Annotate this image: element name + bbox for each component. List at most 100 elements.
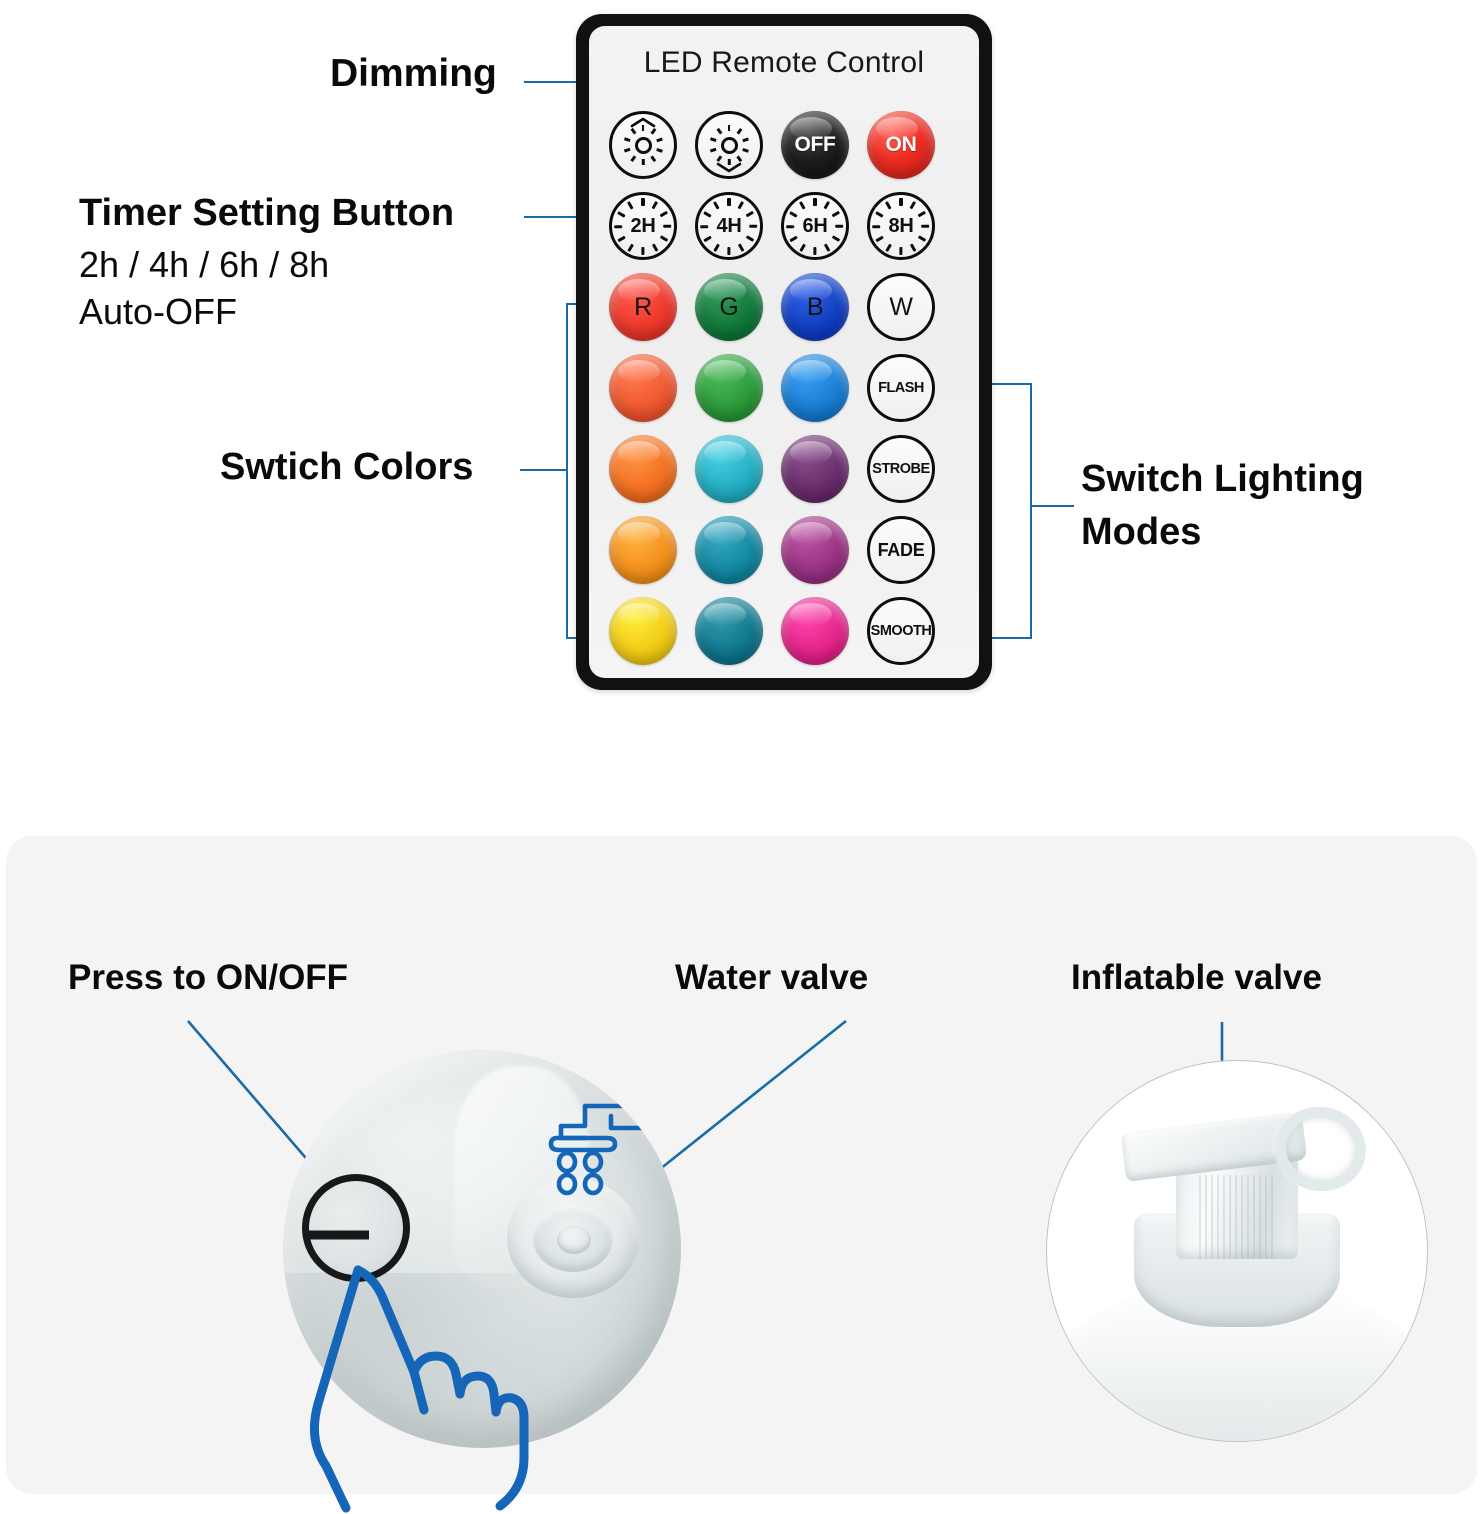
button-cell <box>607 514 679 586</box>
button-label: G <box>719 292 739 321</box>
button-cell: 4H <box>693 190 765 262</box>
remote-button-strobe[interactable]: STROBE <box>867 435 935 503</box>
remote-color-button-3-0[interactable] <box>609 354 677 422</box>
button-label: W <box>889 292 913 321</box>
button-label: 8H <box>888 214 914 237</box>
pointing-hand-icon <box>309 1265 529 1513</box>
remote-color-button-6-2[interactable] <box>781 597 849 665</box>
dial-ticks <box>612 195 674 257</box>
remote-color-button-3-2[interactable] <box>781 354 849 422</box>
remote-button-g[interactable]: G <box>695 273 763 341</box>
button-label: R <box>634 292 652 321</box>
label-dimming: Dimming <box>330 52 497 95</box>
button-cell <box>779 514 851 586</box>
button-cell <box>607 109 679 181</box>
modes-bracket-vert <box>1030 383 1032 639</box>
off-icon[interactable]: OFF <box>781 111 849 179</box>
label-timer-title: Timer Setting Button <box>79 192 455 234</box>
remote-color-button-6-1[interactable] <box>695 597 763 665</box>
water-valve-part[interactable] <box>507 1178 639 1298</box>
label-timer-line2: 2h / 4h / 6h / 8h <box>79 244 330 285</box>
button-cell: W <box>865 271 937 343</box>
remote-color-button-3-1[interactable] <box>695 354 763 422</box>
button-cell <box>607 352 679 424</box>
remote-color-button-5-0[interactable] <box>609 516 677 584</box>
remote-button-w[interactable]: W <box>867 273 935 341</box>
label-switch-modes-2: Modes <box>1081 511 1202 553</box>
remote-color-button-5-1[interactable] <box>695 516 763 584</box>
colors-bracket-vert <box>566 303 568 639</box>
sun-glyph <box>621 117 665 167</box>
button-cell: ON <box>865 109 937 181</box>
sun-glyph <box>707 123 751 173</box>
remote-color-button-4-0[interactable] <box>609 435 677 503</box>
button-cell <box>779 595 851 667</box>
remote-button-b[interactable]: B <box>781 273 849 341</box>
arrow-up-icon <box>630 117 656 128</box>
timer-4h-icon[interactable]: 4H <box>695 192 763 260</box>
row-2: FLASH <box>607 352 937 424</box>
button-cell <box>607 595 679 667</box>
remote-color-button-4-1[interactable] <box>695 435 763 503</box>
remote-color-button-4-2[interactable] <box>781 435 849 503</box>
button-cell <box>607 433 679 505</box>
button-cell <box>693 109 765 181</box>
modes-bracket-stub <box>1030 505 1074 507</box>
button-cell: STROBE <box>865 433 937 505</box>
button-cell: FLASH <box>865 352 937 424</box>
button-cell: B <box>779 271 851 343</box>
button-cell: SMOOTH <box>865 595 937 667</box>
row-5: SMOOTH <box>607 595 937 667</box>
timer-8h-icon[interactable]: 8H <box>867 192 935 260</box>
label-water-valve: Water valve <box>675 958 869 997</box>
brightness-down-icon[interactable] <box>695 111 763 179</box>
button-label: STROBE <box>872 461 930 477</box>
button-cell: OFF <box>779 109 851 181</box>
label-switch-colors: Swtich Colors <box>220 446 474 488</box>
remote-section: Dimming Timer Setting Button 2h / 4h / 6… <box>79 14 1364 690</box>
row-dimming: OFF ON <box>607 109 937 181</box>
label-inflatable-valve: Inflatable valve <box>1071 958 1322 997</box>
inflatable-valve-photo <box>1046 1060 1428 1442</box>
row-4: FADE <box>607 514 937 586</box>
button-cell <box>779 352 851 424</box>
button-cell: 8H <box>865 190 937 262</box>
brightness-up-icon[interactable] <box>609 111 677 179</box>
on-icon[interactable]: ON <box>867 111 935 179</box>
button-label: 6H <box>802 214 828 237</box>
button-cell: G <box>693 271 765 343</box>
button-label: 4H <box>716 214 742 237</box>
shower-faucet-icon <box>548 1103 656 1196</box>
remote-button-fade[interactable]: FADE <box>867 516 935 584</box>
button-label: ON <box>885 133 917 156</box>
button-label: OFF <box>794 133 836 156</box>
remote-button-r[interactable]: R <box>609 273 677 341</box>
remote-button-smooth[interactable]: SMOOTH <box>867 597 935 665</box>
water-valve-inner <box>533 1206 613 1272</box>
valve-ridges <box>1199 1175 1275 1259</box>
button-cell: 6H <box>779 190 851 262</box>
row-timer: 2H 4H 6H 8H <box>607 190 937 262</box>
dial-ticks <box>784 195 846 257</box>
remote-button-flash[interactable]: FLASH <box>867 354 935 422</box>
row-3: STROBE <box>607 433 937 505</box>
dial-ticks <box>870 195 932 257</box>
water-valve-core <box>557 1226 591 1254</box>
colors-bracket-stub <box>520 469 568 471</box>
button-cell <box>693 595 765 667</box>
remote-color-button-5-2[interactable] <box>781 516 849 584</box>
button-cell: FADE <box>865 514 937 586</box>
timer-2h-icon[interactable]: 2H <box>609 192 677 260</box>
label-press-onoff: Press to ON/OFF <box>68 958 349 997</box>
timer-6h-icon[interactable]: 6H <box>781 192 849 260</box>
arrow-down-icon <box>716 162 742 173</box>
button-cell: 2H <box>607 190 679 262</box>
remote-color-button-6-0[interactable] <box>609 597 677 665</box>
button-label: SMOOTH <box>870 623 932 639</box>
button-cell <box>693 514 765 586</box>
button-cell: R <box>607 271 679 343</box>
label-switch-modes-1: Switch Lighting <box>1081 458 1364 500</box>
